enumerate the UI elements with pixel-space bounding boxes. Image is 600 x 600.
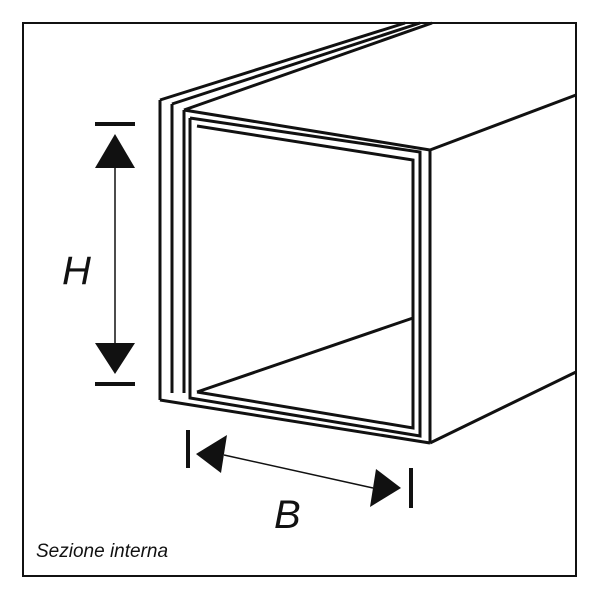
width-arrow-right xyxy=(370,469,401,507)
opening-outline-outer xyxy=(188,116,422,438)
duct-front-top-edge xyxy=(183,108,431,152)
opening-outline-inner xyxy=(196,124,415,430)
height-dimension xyxy=(95,122,135,386)
width-label: B xyxy=(274,493,301,537)
duct-body xyxy=(158,21,577,445)
duct-opening xyxy=(188,116,422,438)
width-dimension xyxy=(186,430,413,508)
duct-front-bottom-edge xyxy=(159,398,431,445)
duct-top-back-edge xyxy=(429,93,577,152)
diagram-frame xyxy=(22,22,577,577)
duct-top-edge-inner xyxy=(183,21,433,112)
opening-floor-edge xyxy=(196,316,414,394)
duct-bottom-back-edge xyxy=(429,370,577,445)
height-label: H xyxy=(62,249,91,293)
duct-top-edge-mid xyxy=(171,21,421,106)
height-arrow-bottom xyxy=(95,343,135,374)
width-arrow-left xyxy=(196,435,227,473)
duct-top-edge-outer xyxy=(159,21,406,102)
height-arrow-top xyxy=(95,134,135,168)
caption: Sezione interna xyxy=(36,541,168,562)
width-dimension-line xyxy=(223,454,374,489)
